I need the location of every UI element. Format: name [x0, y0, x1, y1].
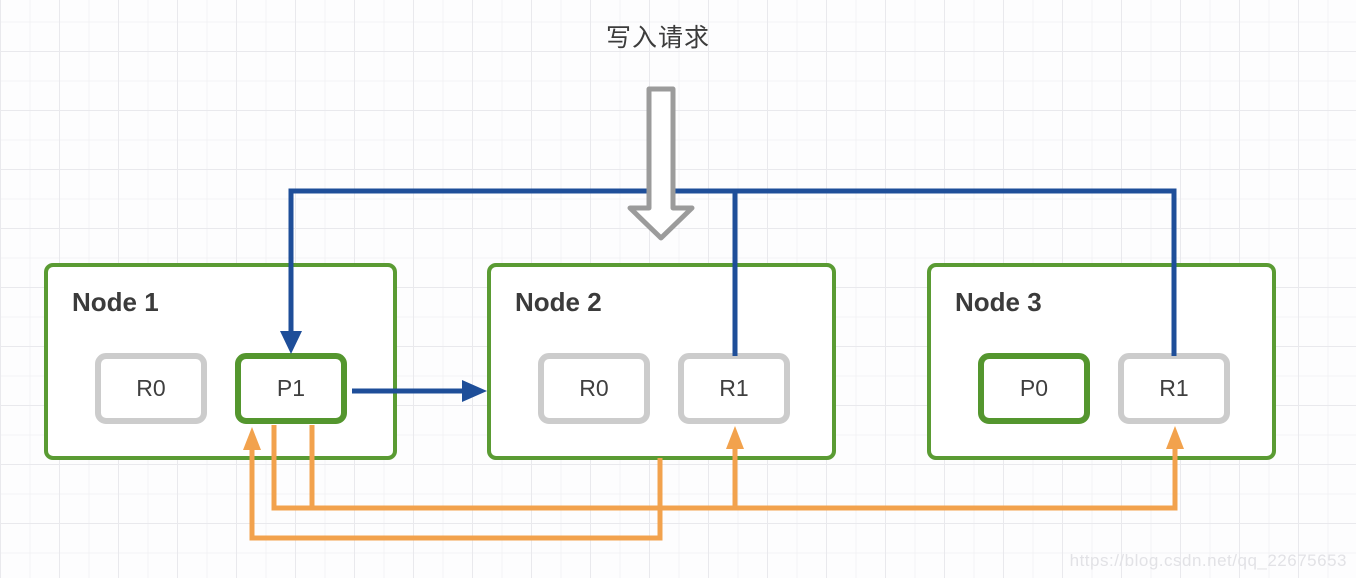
node3-partition-r1: R1: [1118, 353, 1230, 424]
partition-label: R1: [1159, 375, 1189, 401]
arrowhead-into-node2: [462, 380, 487, 402]
node2-title: Node 2: [515, 287, 602, 317]
partition-label: R1: [719, 375, 749, 401]
watermark: https://blog.csdn.net/qq_22675653: [1069, 551, 1347, 570]
write-request-arrow: [627, 86, 695, 241]
node3-card: Node 3 P0 R1: [927, 263, 1276, 460]
write-request-title: 写入请求: [605, 24, 710, 52]
partition-label: P1: [276, 375, 306, 401]
node2-partition-r0: R0: [538, 353, 650, 424]
node3-partition-p0: P0: [978, 353, 1090, 424]
node2-to-p1-ack-line: [249, 449, 663, 541]
partition-label: P0: [1019, 375, 1049, 401]
node3-title: Node 3: [955, 287, 1042, 317]
partition-label: R0: [136, 375, 166, 401]
node2-card: Node 2 R0 R1: [487, 263, 836, 460]
node1-title: Node 1: [72, 287, 159, 317]
partition-label: R0: [579, 375, 609, 401]
node1-card: Node 1 R0 P1: [44, 263, 397, 460]
node1-partition-r0: R0: [95, 353, 207, 424]
node2-partition-r1: R1: [678, 353, 790, 424]
node1-partition-p1: P1: [235, 353, 347, 424]
